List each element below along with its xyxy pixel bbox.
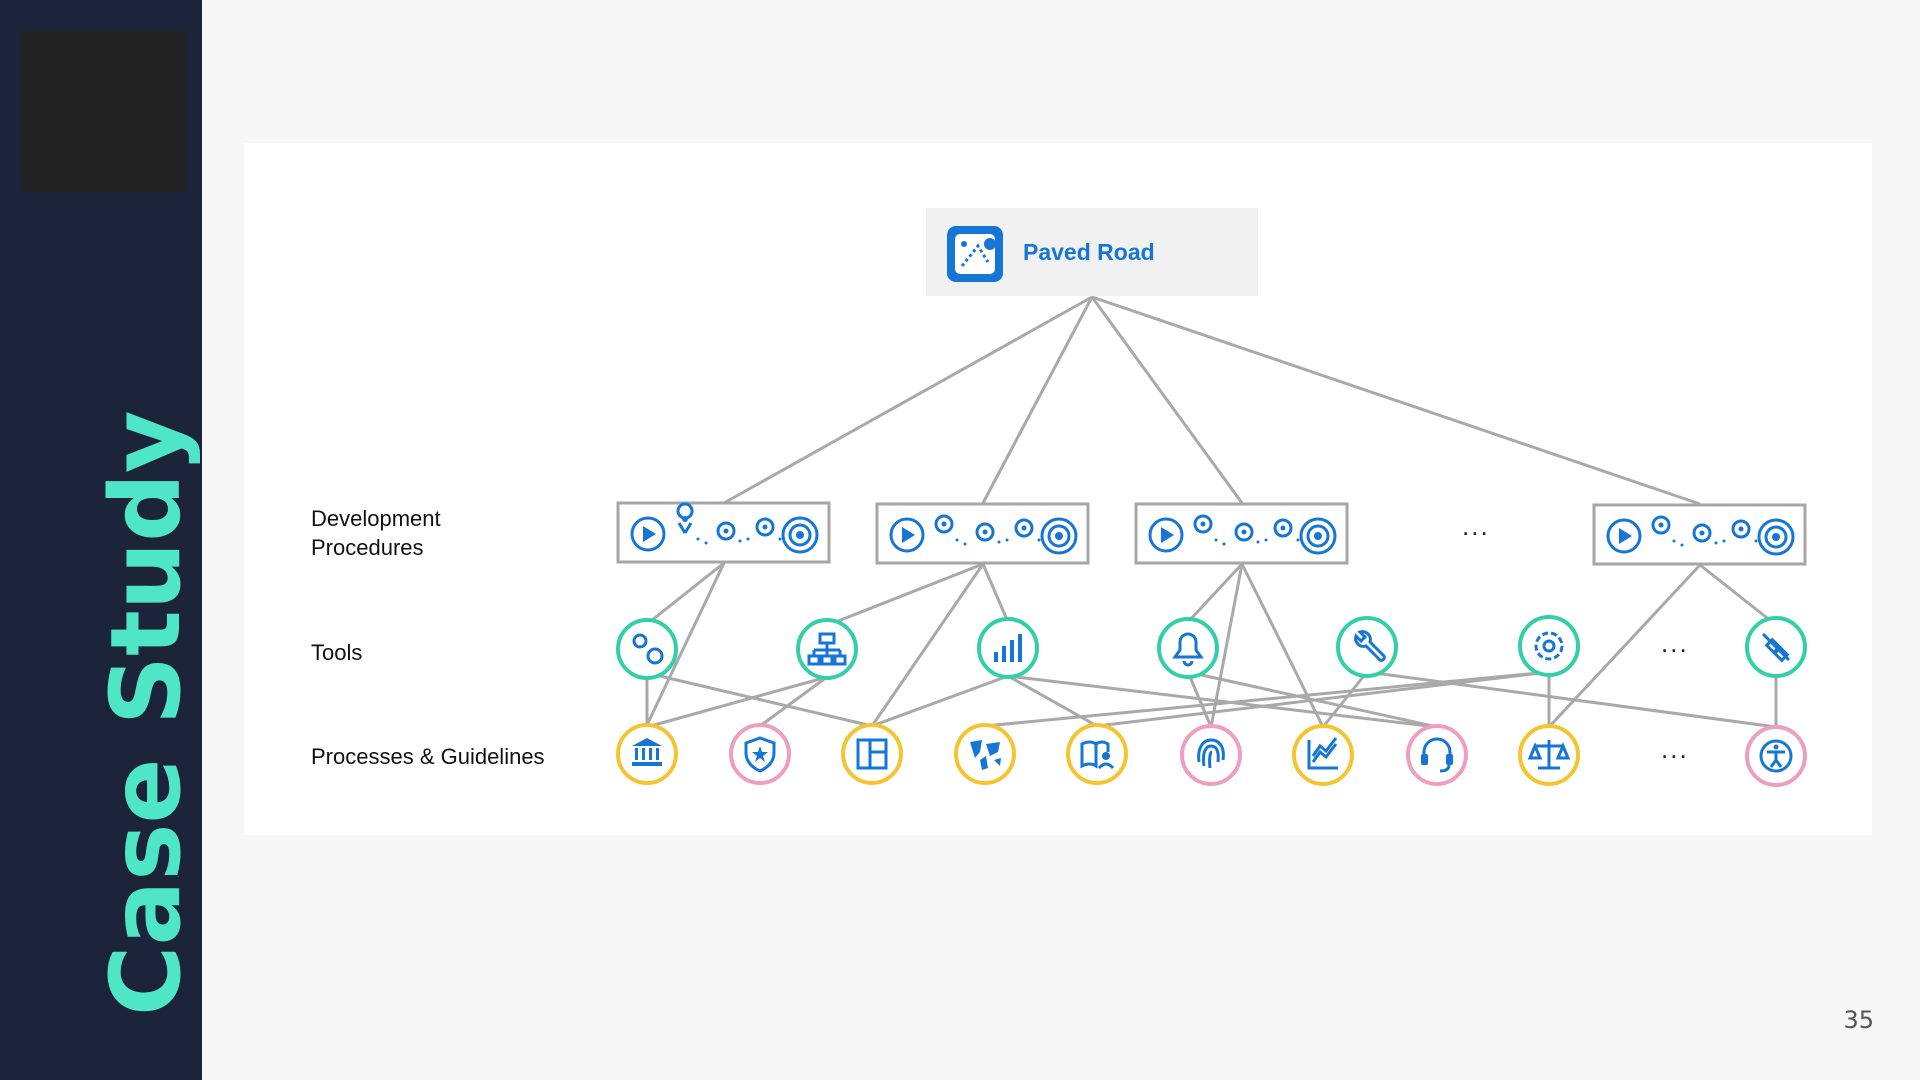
world-map-icon (970, 740, 1001, 770)
process-scales (1518, 724, 1580, 786)
location-pin-icon (1193, 514, 1213, 534)
process-area-chart (1292, 724, 1354, 786)
target-icon (781, 516, 819, 554)
process-book-user (1066, 723, 1128, 785)
tool-gears (616, 618, 678, 680)
org-chart-icon (807, 632, 847, 666)
tool-bell (1157, 617, 1219, 679)
accessibility-icon (1759, 739, 1793, 773)
location-pin-icon (1273, 518, 1293, 538)
scales-icon (1527, 740, 1571, 770)
play-icon (1606, 518, 1642, 554)
process-accessibility (1745, 725, 1807, 787)
play-icon (889, 517, 925, 553)
tool-settings (1518, 615, 1580, 677)
procedure-box (875, 502, 1090, 565)
target-icon (1299, 517, 1337, 555)
target-icon (1757, 518, 1795, 556)
location-pin-icon (1651, 515, 1671, 535)
headset-icon (1421, 737, 1453, 773)
row-label-development-1: Development (311, 506, 441, 531)
processes-ellipsis: ... (1661, 734, 1689, 764)
procedure-box (1134, 502, 1349, 565)
location-pin-icon (1234, 522, 1254, 542)
target-icon (1040, 517, 1078, 555)
tool-wrench (1336, 616, 1398, 678)
location-pin-icon (1731, 519, 1751, 539)
shield-star-icon (744, 736, 776, 773)
tool-bar-chart (977, 617, 1039, 679)
bar-chart-icon (994, 634, 1022, 662)
process-dashboard (841, 723, 903, 785)
tool-org-chart (796, 618, 858, 680)
play-icon (1148, 517, 1184, 553)
settings-icon (1534, 631, 1564, 661)
process-headset (1406, 724, 1468, 786)
tool-plug (1745, 616, 1807, 678)
book-user-icon (1080, 740, 1115, 770)
bank-icon (632, 738, 662, 766)
process-shield (729, 723, 791, 785)
play-icon (630, 516, 666, 552)
location-pin-icon (975, 522, 995, 542)
sidebar: Case Study (0, 0, 202, 1080)
row-label-processes: Processes & Guidelines (311, 744, 545, 769)
procedure-box (616, 501, 831, 564)
row-label-development-2: Procedures (311, 535, 424, 560)
area-chart-icon (1307, 737, 1338, 770)
root-label: Paved Road (1023, 239, 1155, 265)
procedures-ellipsis: ... (1462, 511, 1490, 541)
procedure-edges (645, 561, 1777, 729)
location-pin-icon (755, 517, 775, 537)
root-node: Paved Road (926, 208, 1258, 296)
location-pin-icon (934, 514, 954, 534)
process-fingerprint (1180, 724, 1242, 786)
plug-icon (1761, 632, 1791, 663)
dashboard-layout-icon (856, 738, 888, 770)
location-pin-icon (716, 521, 736, 541)
location-pin-icon (676, 502, 694, 534)
wrench-icon (1354, 630, 1386, 662)
tools-ellipsis: ... (1661, 628, 1689, 658)
fingerprint-icon (1197, 738, 1225, 769)
process-bank (616, 723, 678, 785)
page-number: 35 (1843, 1006, 1874, 1034)
roadmap-icon (947, 226, 1003, 282)
logo-placeholder (22, 30, 186, 191)
location-pin-icon (1014, 518, 1034, 538)
process-world-map (954, 723, 1016, 785)
gears-icon (632, 633, 664, 665)
row-label-tools: Tools (311, 640, 362, 665)
tool-edges (645, 670, 1778, 729)
bell-icon (1172, 632, 1204, 667)
location-pin-icon (1692, 523, 1712, 543)
procedure-box (1592, 503, 1807, 566)
root-edges (723, 295, 1701, 506)
